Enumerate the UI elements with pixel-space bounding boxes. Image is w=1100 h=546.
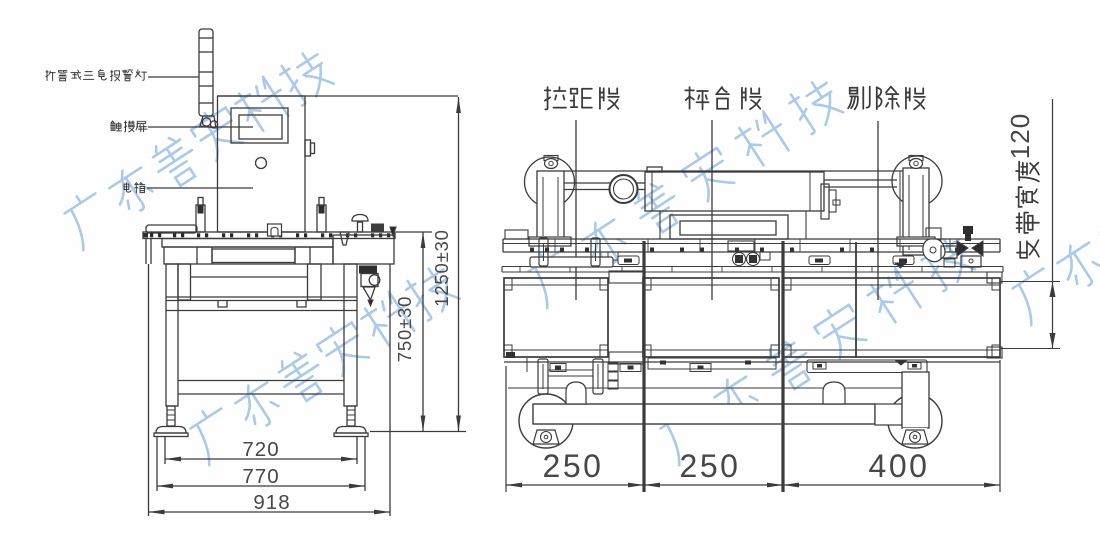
svg-text:918: 918: [253, 491, 290, 514]
svg-text:120: 120: [1005, 113, 1035, 159]
svg-text:250: 250: [680, 448, 741, 484]
svg-text:400: 400: [869, 448, 930, 484]
svg-text:250: 250: [543, 448, 604, 484]
svg-text:720: 720: [242, 438, 279, 461]
svg-text:770: 770: [242, 465, 279, 488]
svg-text:1250±30: 1250±30: [431, 229, 452, 307]
svg-text:750±30: 750±30: [394, 296, 415, 362]
